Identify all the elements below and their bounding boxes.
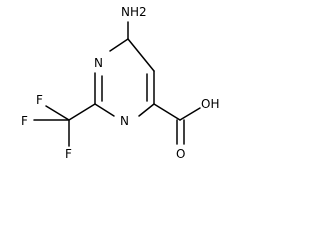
molecule-diagram: NH2 N N OH O F F F — [21, 5, 219, 161]
bond-c-oh — [179, 107, 201, 121]
fluorine-top-label: F — [36, 93, 43, 107]
bond-c5-c6 — [127, 38, 155, 72]
fluorine-bottom-label: F — [65, 147, 72, 161]
ring-n-bottom-label: N — [120, 114, 129, 128]
bond-c2-cf3 — [68, 103, 96, 121]
ring-bonds — [94, 38, 155, 117]
bond-n3-c4 — [138, 103, 155, 117]
amine-label: NH2 — [121, 5, 147, 19]
structure-canvas: NH2 N N OH O F F F — [21, 5, 219, 161]
bond-c4-cooh — [153, 103, 181, 121]
bond-c6-n1 — [109, 38, 129, 52]
substituent-bonds — [33, 21, 201, 147]
bond-cf3-f-top — [45, 105, 70, 121]
carbonyl-oxygen-label: O — [176, 147, 185, 161]
hydroxyl-label: OH — [201, 97, 219, 111]
atom-labels: NH2 N N OH O F F F — [21, 5, 219, 161]
fluorine-left-label: F — [21, 114, 28, 128]
ring-n-top-label: N — [94, 56, 103, 70]
bond-c2-n3 — [94, 103, 115, 117]
